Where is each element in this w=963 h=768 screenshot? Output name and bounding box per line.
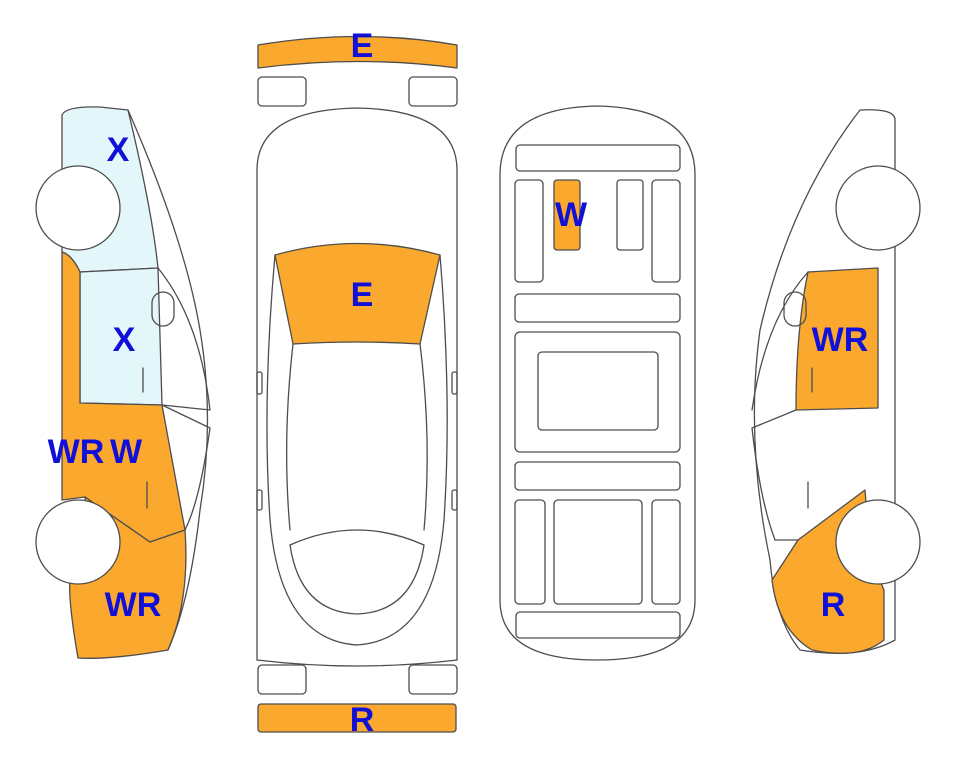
rear-window-line — [289, 529, 425, 546]
label-hood: E — [351, 276, 374, 314]
label-left-front-door: X — [113, 321, 136, 359]
label-left-front-fender: X — [107, 131, 130, 169]
label-roof-panel: W — [555, 196, 588, 234]
right-side-view — [751, 109, 921, 654]
label-right-rear-quarter: R — [821, 586, 846, 624]
label-right-rear-door: WR — [812, 321, 869, 359]
left-side-view — [35, 106, 211, 659]
under-left-rail — [514, 179, 544, 283]
rear-right-light — [408, 664, 458, 695]
under-center-inner — [537, 351, 659, 431]
left-window-line — [266, 254, 276, 521]
label-rear-bumper: R — [350, 701, 375, 739]
front-left-light — [257, 76, 307, 107]
top-body-outline — [256, 107, 458, 667]
under-right-box — [651, 499, 681, 605]
left-inner-line — [285, 343, 294, 531]
under-center-box — [553, 499, 643, 605]
front-bumper[interactable] — [257, 35, 458, 69]
damage-labels: E E R W X X WR W WR WR R — [48, 27, 869, 739]
label-front-bumper: E — [351, 27, 374, 65]
right-mirror-side — [783, 291, 807, 327]
underside-view — [499, 105, 696, 661]
left-rear-wheel — [35, 499, 121, 585]
under-bar-2 — [514, 293, 681, 323]
right-body-outline — [753, 109, 896, 654]
under-center-frame — [514, 331, 681, 453]
right-rear-wheel — [835, 499, 921, 585]
right-mirror — [451, 371, 458, 395]
rear-left-light — [257, 664, 307, 695]
left-front-wheel — [35, 165, 121, 251]
right-front-wheel — [835, 165, 921, 251]
right-rear-door[interactable] — [795, 267, 879, 411]
right-window-line — [439, 254, 448, 521]
label-left-rear-door-b: W — [110, 433, 143, 471]
trunk-edge — [269, 519, 445, 646]
right-inner-line — [419, 343, 428, 531]
under-mid-slot — [616, 179, 644, 251]
trunk-line — [289, 544, 425, 615]
left-mirror — [256, 371, 263, 395]
right-window-upper — [751, 271, 809, 411]
under-left-box — [514, 499, 546, 605]
label-left-rear-door-a: WR — [48, 433, 105, 471]
roof-panel[interactable] — [553, 179, 581, 251]
under-bottom-bar — [515, 611, 681, 639]
underside-outline — [499, 105, 696, 661]
left-handle — [256, 489, 263, 511]
left-window-frame — [157, 267, 211, 411]
left-body-outline — [127, 109, 209, 651]
right-handle — [451, 489, 458, 511]
left-mirror-side — [151, 291, 175, 327]
label-left-rear-quarter: WR — [105, 586, 162, 624]
right-window-frame — [751, 409, 799, 541]
rear-bumper[interactable] — [257, 703, 457, 733]
under-top-bar — [515, 144, 681, 172]
under-right-rail — [651, 179, 681, 283]
under-bar-3 — [514, 461, 681, 491]
front-right-light — [408, 76, 458, 107]
left-window-lower — [161, 404, 211, 531]
top-view — [256, 35, 458, 733]
